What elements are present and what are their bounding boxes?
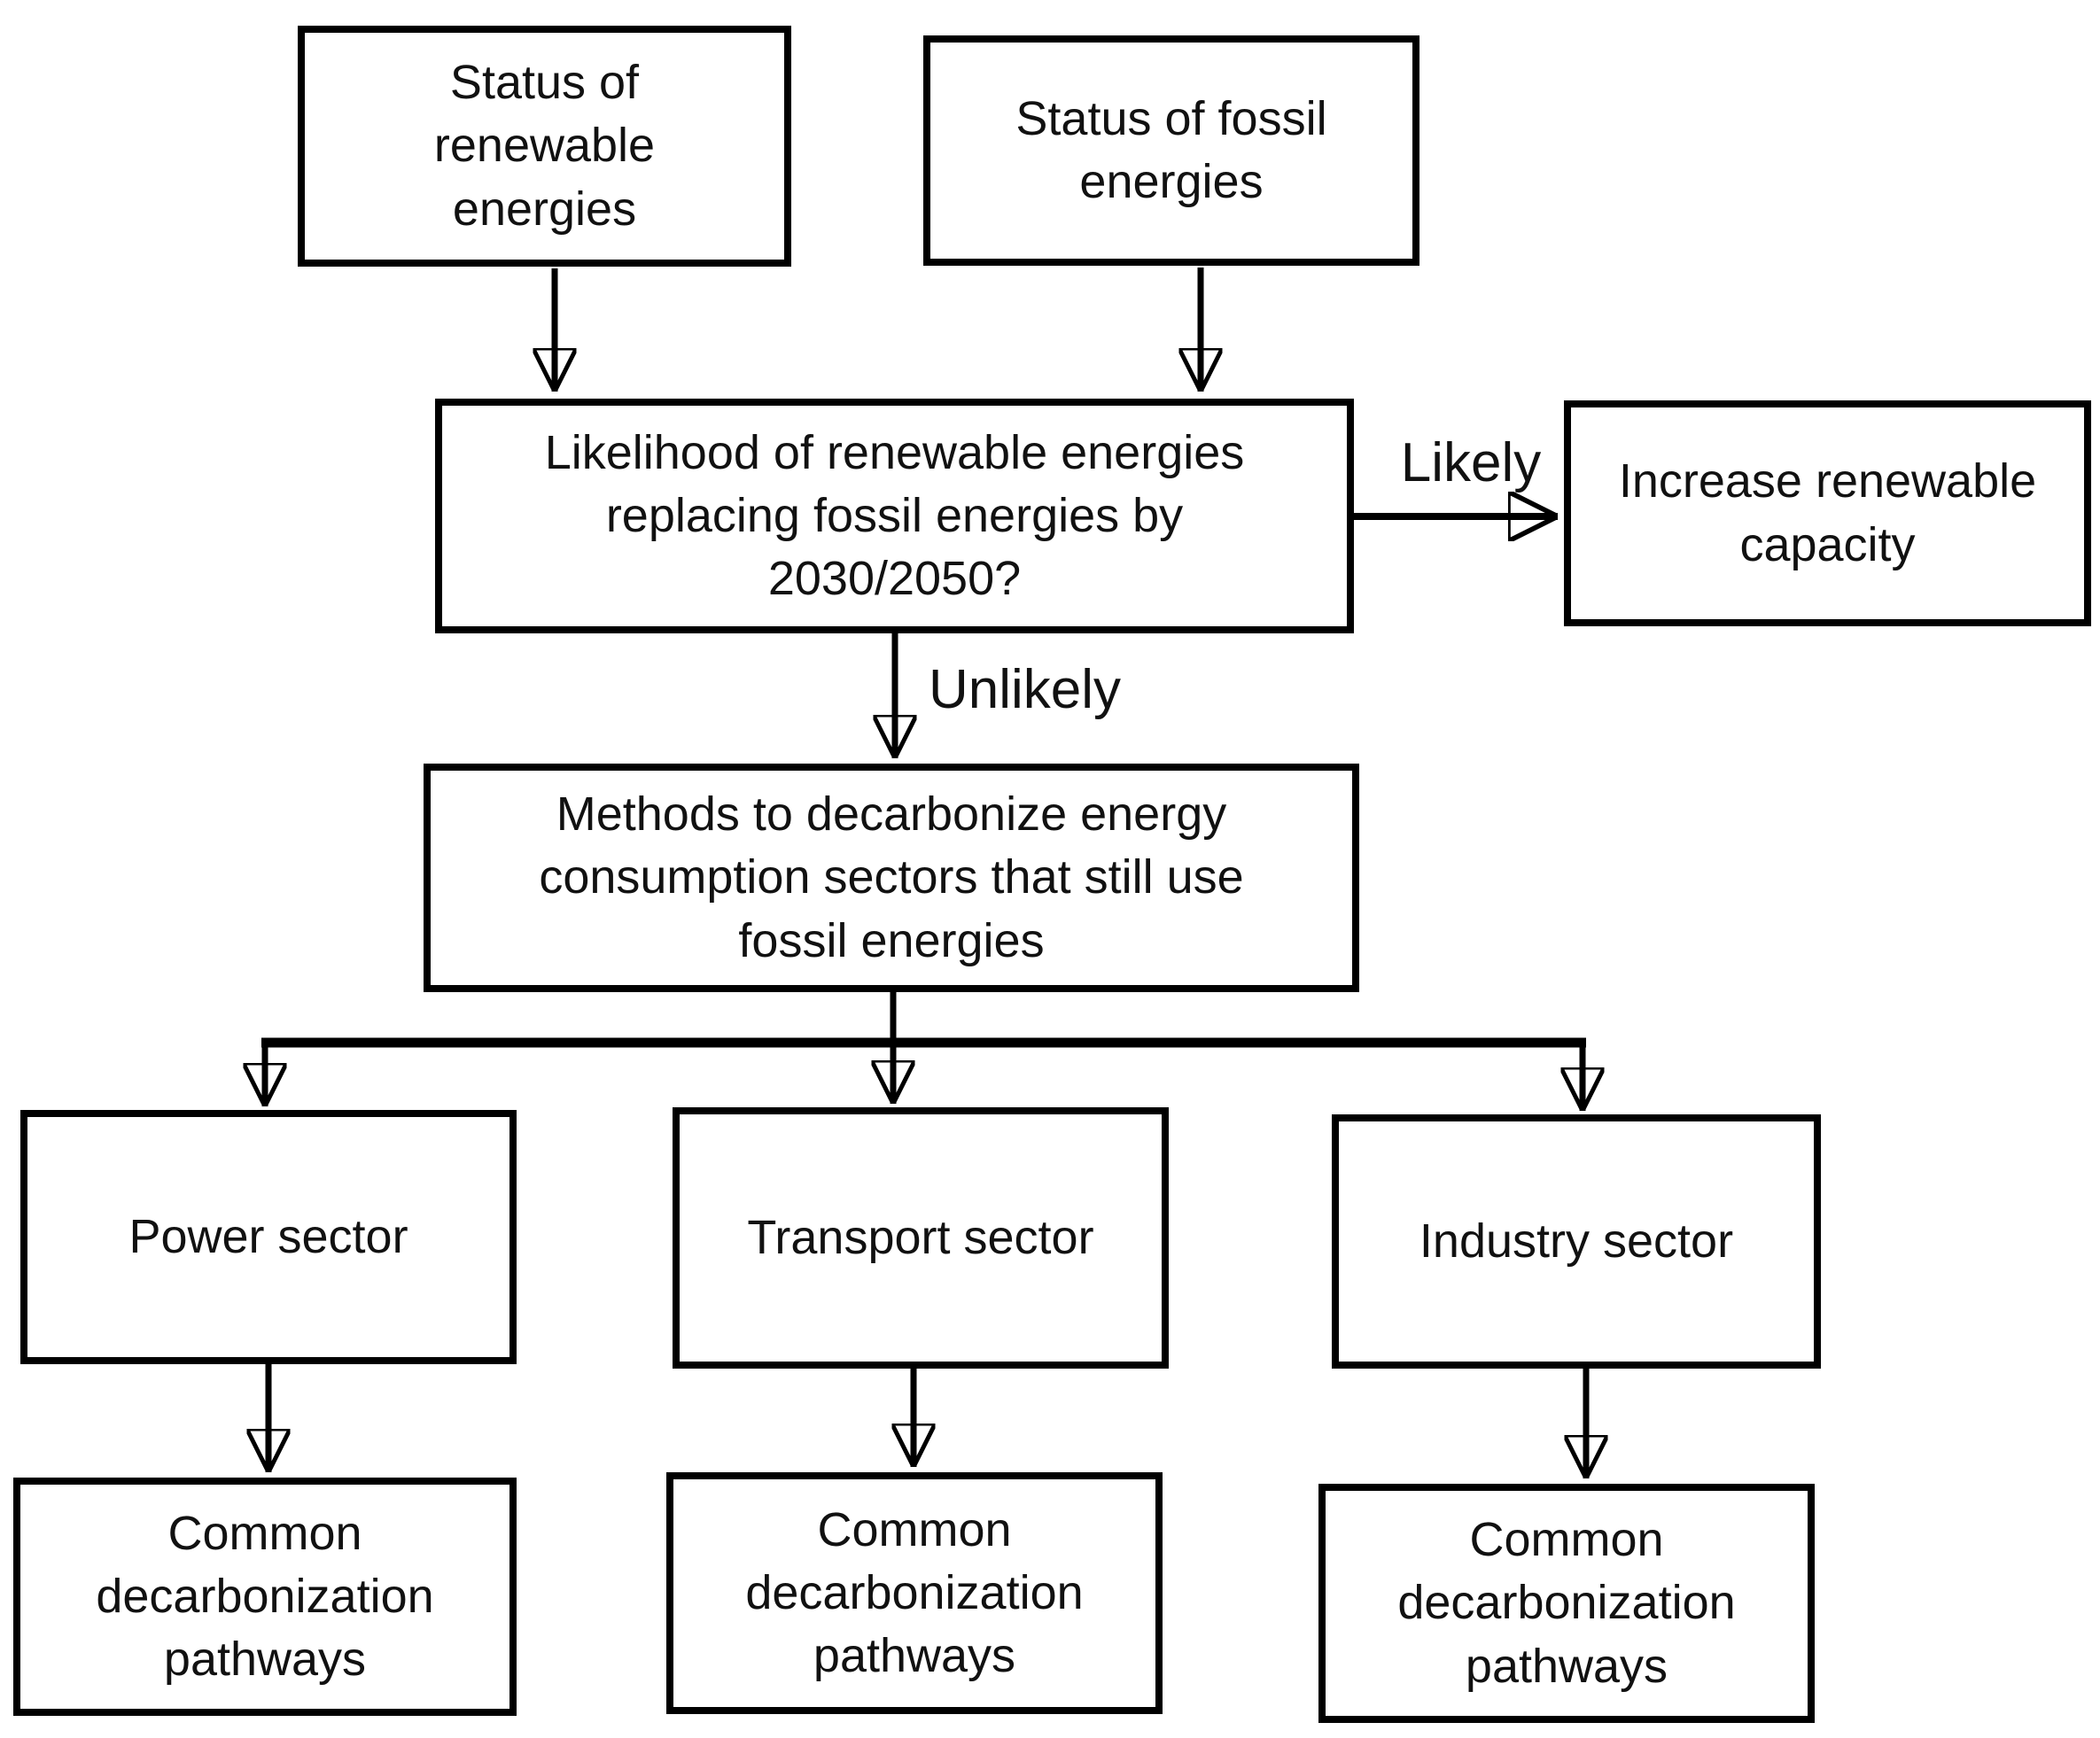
node-status-fossil: Status of fossil energies	[923, 35, 1419, 266]
node-industry-sector: Industry sector	[1332, 1114, 1821, 1369]
node-decarbonize-methods: Methods to decarbonize energy consumptio…	[424, 764, 1359, 992]
node-transport-sector: Transport sector	[673, 1107, 1169, 1369]
node-industry-pathways: Common decarbonization pathways	[1318, 1484, 1815, 1723]
node-transport-pathways: Common decarbonization pathways	[666, 1472, 1163, 1714]
edge-label-likely: Likely	[1400, 432, 1542, 493]
node-power-sector: Power sector	[20, 1110, 517, 1364]
edge-label-unlikely: Unlikely	[929, 659, 1122, 720]
node-status-renewable: Status of renewable energies	[298, 26, 791, 267]
node-power-pathways: Common decarbonization pathways	[13, 1478, 517, 1716]
node-likelihood-question: Likelihood of renewable energies replaci…	[435, 399, 1354, 633]
node-increase-renewable-capacity: Increase renewable capacity	[1564, 400, 2091, 626]
